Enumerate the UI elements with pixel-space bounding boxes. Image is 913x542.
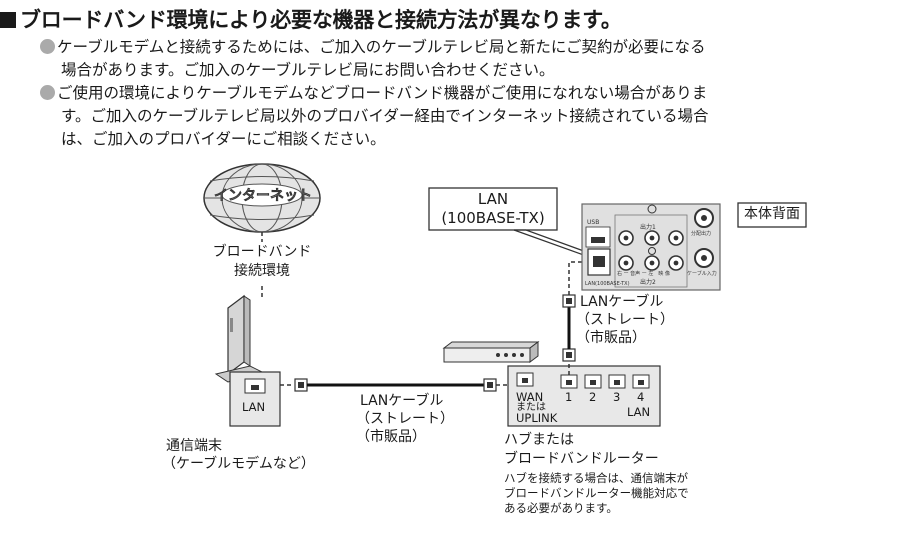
hub-port-4: 4 bbox=[637, 390, 645, 404]
hub-note-3: ある必要があります。 bbox=[504, 501, 618, 515]
lan-callout-box bbox=[428, 187, 558, 231]
hub-note-1: ハブを接続する場合は、通信端末が bbox=[504, 471, 688, 485]
hub-port-3: 3 bbox=[613, 390, 621, 404]
cable-left-label-3: （市販品） bbox=[356, 429, 426, 445]
hub-wan-label-2: または bbox=[516, 402, 546, 413]
circle-bullet-icon bbox=[40, 85, 55, 100]
svg-text:LAN(100BASE-TX): LAN(100BASE-TX) bbox=[585, 281, 630, 287]
cable-right-label-1: LANケーブル bbox=[580, 294, 664, 310]
note-2-line-2: す。ご加入のケーブルテレビ局以外のプロバイダー経由でインターネット接続されている… bbox=[61, 107, 709, 125]
modem-caption-2: （ケーブルモデムなど） bbox=[162, 456, 315, 472]
hub-caption-1: ハブまたは bbox=[504, 432, 574, 448]
svg-text:ケーブル入力: ケーブル入力 bbox=[687, 270, 717, 277]
hub-wan-label-3: UPLINK bbox=[516, 411, 558, 425]
note-1-line-1: ケーブルモデムと接続するためには、ご加入のケーブルテレビ局と新たにご契約が必要に… bbox=[40, 36, 706, 59]
hub-router-icon bbox=[442, 341, 540, 363]
hub-port-1: 1 bbox=[565, 390, 573, 404]
hub-ports bbox=[516, 372, 650, 389]
internet-label: インターネット bbox=[214, 188, 313, 205]
broadband-env-label-2: 接続環境 bbox=[234, 263, 290, 279]
note-2-line-1: ご使用の環境によりケーブルモデムなどブロードバンド機器がご使用になれない場合があ… bbox=[40, 82, 707, 105]
cable-left-label-1: LANケーブル bbox=[360, 393, 444, 409]
svg-text:USB: USB bbox=[587, 219, 599, 226]
rear-label: 本体背面 bbox=[744, 206, 800, 222]
hub-caption-2: ブロードバンドルーター bbox=[504, 451, 659, 467]
cable-modem-icon bbox=[214, 294, 281, 427]
note-2-line-3: は、ご加入のプロバイダーにご相談ください。 bbox=[61, 130, 386, 148]
svg-text:分配出力: 分配出力 bbox=[691, 230, 711, 237]
svg-text:右 ー 音声 ー 左 映 像: 右 ー 音声 ー 左 映 像 bbox=[617, 270, 670, 277]
page-heading: ブロードバンド環境により必要な機器と接続方法が異なります。 bbox=[0, 4, 622, 34]
cable-right-label-2: （ストレート） bbox=[576, 312, 674, 328]
cable-left-label-2: （ストレート） bbox=[356, 411, 454, 427]
broadband-env-label-1: ブロードバンド bbox=[212, 244, 312, 260]
hub-note-2: ブロードバンドルーター機能対応で bbox=[504, 486, 689, 500]
modem-caption-1: 通信端末 bbox=[166, 438, 222, 454]
lan-callout-1: LAN bbox=[477, 190, 509, 208]
hub-lan-label: LAN bbox=[627, 405, 651, 419]
square-bullet-icon bbox=[0, 12, 16, 28]
lan-cable-right bbox=[562, 294, 576, 362]
note-1-line-2: 場合があります。ご加入のケーブルテレビ局にお問い合わせください。 bbox=[61, 61, 555, 79]
modem-port-label: LAN bbox=[242, 400, 266, 414]
circle-bullet-icon bbox=[40, 39, 55, 54]
cable-right-label-3: （市販品） bbox=[576, 330, 646, 346]
svg-text:出力2: 出力2 bbox=[640, 278, 656, 286]
svg-text:出力1: 出力1 bbox=[640, 223, 656, 231]
lan-callout-2: (100BASE-TX) bbox=[441, 209, 545, 227]
hub-wan-label-1: WAN bbox=[516, 390, 544, 404]
hub-port-2: 2 bbox=[589, 390, 597, 404]
rear-panel-icon: USB LAN(100BASE-TX) 出力1 出力2 右 ー 音声 ー 左 映… bbox=[581, 203, 721, 291]
rear-label-box bbox=[737, 202, 807, 228]
lan-cable-left bbox=[294, 378, 497, 392]
